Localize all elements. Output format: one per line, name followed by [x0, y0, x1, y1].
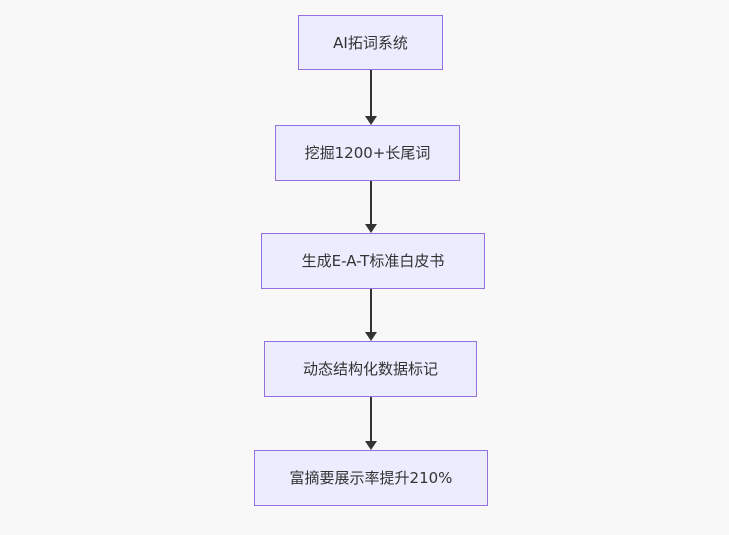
flow-node-label: 生成E-A-T标准白皮书: [301, 252, 445, 270]
arrow-connector-2: [364, 181, 377, 233]
arrowhead-down-icon: [364, 441, 377, 450]
arrow-line: [369, 397, 372, 443]
flow-node-eat-whitepaper: 生成E-A-T标准白皮书: [261, 233, 485, 289]
flow-node-label: 挖掘1200+长尾词: [304, 144, 431, 162]
flow-node-label: 动态结构化数据标记: [302, 360, 438, 378]
arrowhead-down-icon: [364, 116, 377, 125]
arrowhead-down-icon: [364, 224, 377, 233]
arrow-connector-1: [364, 70, 377, 125]
arrow-connector-3: [364, 289, 377, 341]
flow-node-ai-keyword-system: AI拓词系统: [298, 15, 443, 70]
arrow-line: [369, 181, 372, 226]
flow-node-structured-data-markup: 动态结构化数据标记: [264, 341, 477, 397]
flow-node-rich-snippet-result: 富摘要展示率提升210%: [254, 450, 488, 506]
arrow-line: [369, 289, 372, 334]
flow-node-longtail-mining: 挖掘1200+长尾词: [275, 125, 460, 181]
flow-node-label: 富摘要展示率提升210%: [289, 469, 453, 487]
arrow-line: [369, 70, 372, 118]
arrowhead-down-icon: [364, 332, 377, 341]
flow-node-label: AI拓词系统: [333, 33, 408, 52]
arrow-connector-4: [364, 397, 377, 450]
